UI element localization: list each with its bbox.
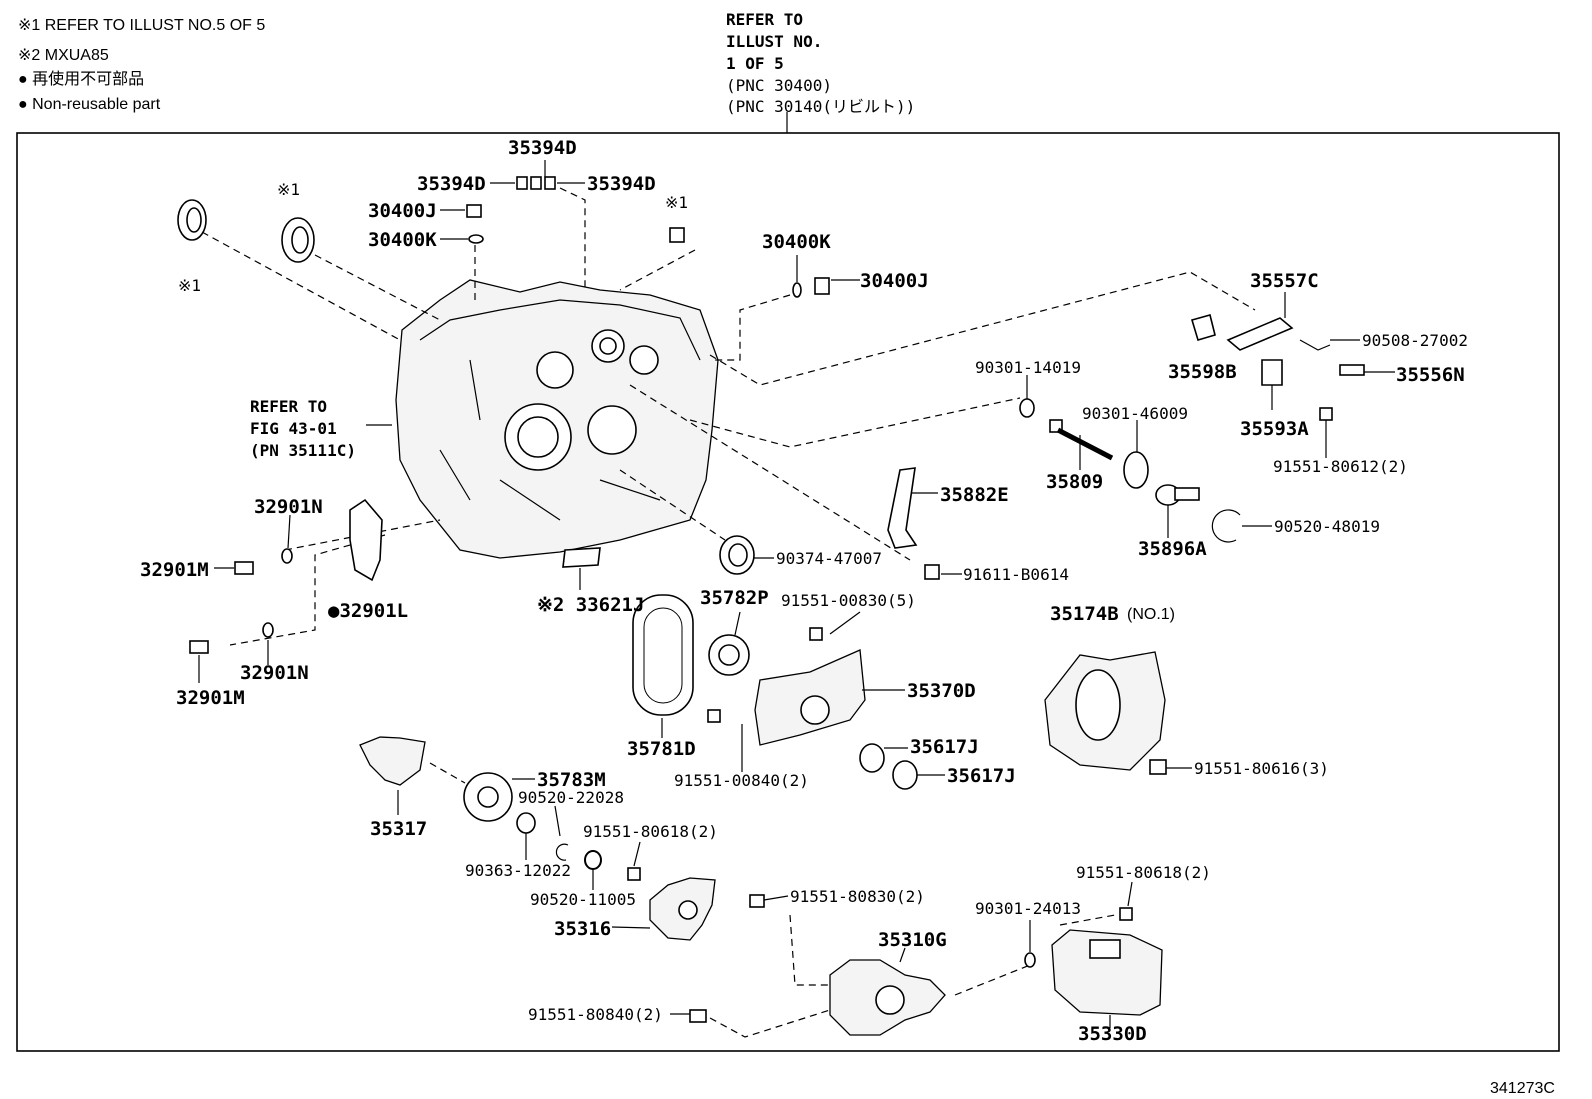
refer-fig-line2: FIG 43-01: [250, 419, 337, 438]
label-35556n: 35556N: [1396, 364, 1465, 386]
label-30400k-b: 30400K: [762, 231, 831, 253]
note-non-reusable-en: ● Non-reusable part: [18, 96, 161, 113]
label-30400k-a: 30400K: [368, 229, 437, 251]
label-90520-22028: 90520-22028: [518, 788, 624, 807]
label-90301-46009: 90301-46009: [1082, 404, 1188, 423]
leader-lines: [198, 160, 1395, 1028]
refer-illust-line3: 1 OF 5: [726, 54, 784, 73]
mark-ref-1-c: ※1: [665, 193, 688, 212]
label-91551-80840: 91551-80840(2): [528, 1005, 663, 1024]
label-35882e: 35882E: [940, 484, 1009, 506]
figure-code: 341273C: [1490, 1080, 1555, 1097]
note-model-code: ※2 MXUA85: [18, 47, 109, 64]
label-32901n-b: 32901N: [240, 662, 309, 684]
label-90363-12022: 90363-12022: [465, 861, 571, 880]
label-32901m-b: 32901M: [176, 687, 245, 709]
label-91551-80830: 91551-80830(2): [790, 887, 925, 906]
part-labels: 35394D 35394D 35394D 30400J 30400K 30400…: [140, 137, 1468, 1045]
label-35394d-top: 35394D: [508, 137, 577, 159]
label-91551-80616: 91551-80616(3): [1194, 759, 1329, 778]
note-refer-illust-5: ※1 REFER TO ILLUST NO.5 OF 5: [18, 17, 265, 34]
label-35557c: 35557C: [1250, 270, 1319, 292]
transaxle-case-drawing: [395, 279, 719, 559]
refer-fig-line3: (PN 35111C): [250, 441, 356, 460]
label-32901n-a: 32901N: [254, 496, 323, 518]
label-35593a: 35593A: [1240, 418, 1309, 440]
assembly-lines: [201, 187, 1256, 1038]
label-32901m-a: 32901M: [140, 559, 209, 581]
label-91551-00840: 91551-00840(2): [674, 771, 809, 790]
label-35809: 35809: [1046, 471, 1103, 493]
label-90520-48019: 90520-48019: [1274, 517, 1380, 536]
label-91551-80612: 91551-80612(2): [1273, 457, 1408, 476]
refer-illust-line4: (PNC 30400): [726, 76, 832, 95]
refer-illust-line1: REFER TO: [726, 10, 803, 29]
label-35598b: 35598B: [1168, 361, 1237, 383]
diagram-frame: [16, 132, 1560, 1052]
part-drawings: [177, 176, 1365, 1036]
label-35783m: 35783M: [537, 769, 606, 791]
label-35394d-left: 35394D: [417, 173, 486, 195]
label-90374-47007: 90374-47007: [776, 549, 882, 568]
label-90301-14019: 90301-14019: [975, 358, 1081, 377]
refer-illust-line2: ILLUST NO.: [726, 32, 822, 51]
label-35896a: 35896A: [1138, 538, 1207, 560]
label-35782p: 35782P: [700, 587, 769, 609]
label-35317: 35317: [370, 818, 427, 840]
refer-fig-line1: REFER TO: [250, 397, 327, 416]
note-non-reusable-jp: ● 再使用不可部品: [18, 70, 144, 88]
label-91611-b0614: 91611-B0614: [963, 565, 1069, 584]
label-35394d-right: 35394D: [587, 173, 656, 195]
label-33621j: ※2 33621J: [537, 594, 644, 616]
label-30400j-b: 30400J: [860, 270, 929, 292]
label-35370d: 35370D: [907, 680, 976, 702]
label-35174b: 35174B: [1050, 603, 1119, 625]
mark-ref-1-a: ※1: [277, 180, 300, 199]
label-90520-11005: 90520-11005: [530, 890, 636, 909]
label-32901l: ●32901L: [328, 600, 408, 622]
label-35617j-a: 35617J: [910, 736, 979, 758]
label-35316: 35316: [554, 918, 611, 940]
mark-ref-1-b: ※1: [178, 276, 201, 295]
label-35310g: 35310G: [878, 929, 947, 951]
label-35330d: 35330D: [1078, 1023, 1147, 1045]
label-91551-80618-b: 91551-80618(2): [1076, 863, 1211, 882]
label-30400j-a: 30400J: [368, 200, 437, 222]
refer-illust-line5: (PNC 30140(リビルト)): [726, 97, 915, 116]
label-90508-27002: 90508-27002: [1362, 331, 1468, 350]
label-35781d: 35781D: [627, 738, 696, 760]
label-90301-24013: 90301-24013: [975, 899, 1081, 918]
label-35174b-no: (NO.1): [1127, 606, 1175, 623]
label-91551-80618-a: 91551-80618(2): [583, 822, 718, 841]
label-35617j-b: 35617J: [947, 765, 1016, 787]
label-91551-00830: 91551-00830(5): [781, 591, 916, 610]
